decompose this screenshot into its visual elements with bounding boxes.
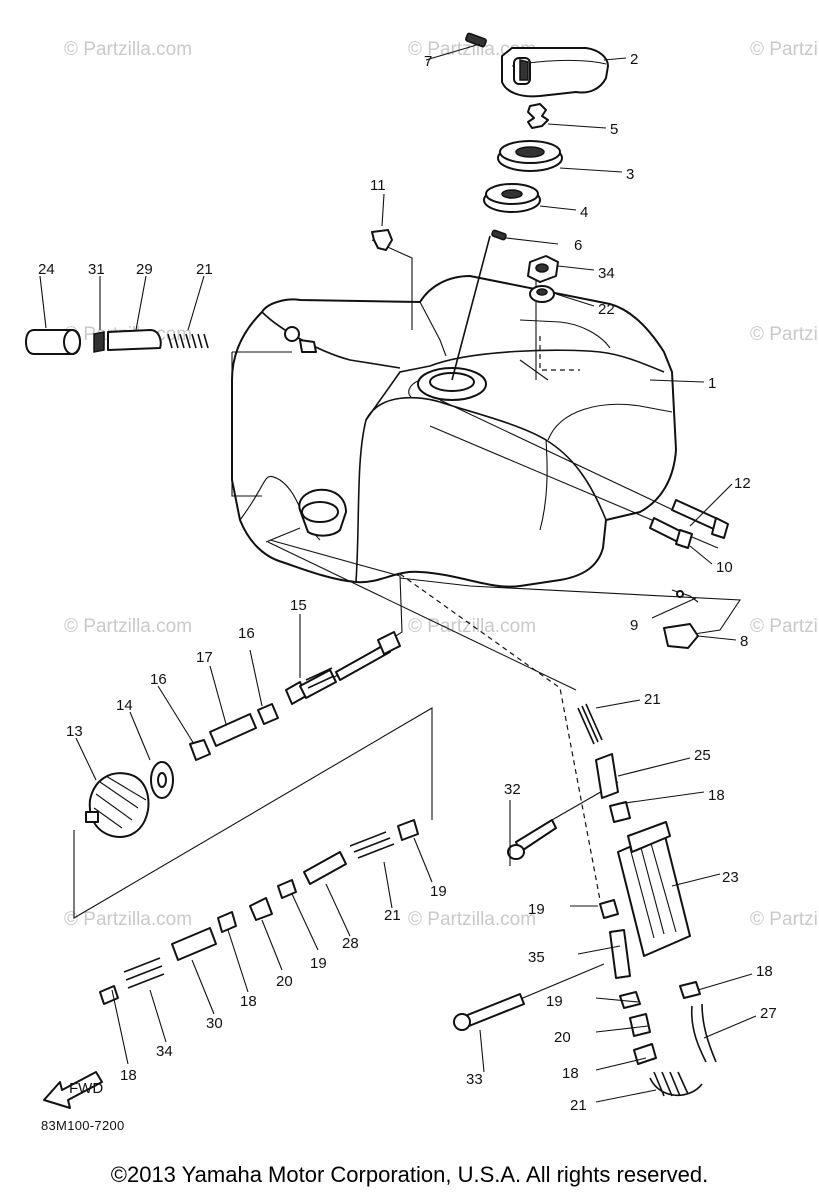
callout-10: 10 bbox=[716, 559, 733, 576]
callout-32: 33 bbox=[466, 1071, 483, 1088]
callout-14: 14 bbox=[116, 697, 133, 714]
callout-18: 18 bbox=[708, 787, 725, 804]
callout-31: 32 bbox=[504, 781, 521, 798]
clip-parts bbox=[663, 589, 699, 649]
callout-6: 6 bbox=[574, 237, 582, 254]
callout-23: 23 bbox=[722, 869, 739, 886]
callout-19: 19 bbox=[528, 901, 545, 918]
callout-5: 5 bbox=[610, 121, 618, 138]
callout-21: 21 bbox=[196, 261, 213, 278]
hardware-small bbox=[371, 229, 559, 303]
callout-17: 17 bbox=[196, 649, 213, 666]
watermark: © Partzilla.com bbox=[64, 616, 192, 637]
fuel-tank bbox=[231, 275, 677, 588]
callout-2: 2 bbox=[630, 51, 638, 68]
vent-hose-group bbox=[25, 329, 209, 355]
callout-labels: 2 7 5 3 4 6 34 22 11 1 12 10 9 8 24 31 2… bbox=[38, 51, 777, 1114]
fwd-label: FWD bbox=[69, 1080, 103, 1097]
callout-21: 21 bbox=[570, 1097, 587, 1114]
callout-29: 30 bbox=[206, 1015, 223, 1032]
callout-11: 11 bbox=[370, 177, 386, 194]
callout-7: 7 bbox=[424, 53, 432, 70]
callout-24: 24 bbox=[38, 261, 55, 278]
bolts bbox=[649, 499, 729, 549]
callout-8: 8 bbox=[740, 633, 748, 650]
watermark: © Partzilla.com bbox=[408, 909, 536, 930]
callout-18: 18 bbox=[120, 1067, 137, 1084]
copyright-notice: ©2013 Yamaha Motor Corporation, U.S.A. A… bbox=[110, 1162, 709, 1187]
fuel-pump-group bbox=[453, 703, 717, 1097]
watermark: © Partzilla.com bbox=[408, 616, 536, 637]
callout-19: 19 bbox=[430, 883, 447, 900]
callout-16: 16 bbox=[150, 671, 167, 688]
callout-34: 34 bbox=[156, 1043, 173, 1060]
callout-1: 1 bbox=[708, 375, 716, 392]
callout-4: 4 bbox=[580, 204, 588, 221]
callout-30: 31 bbox=[88, 261, 105, 278]
callout-leaders bbox=[39, 43, 757, 1103]
callout-21: 21 bbox=[644, 691, 661, 708]
callout-12: 12 bbox=[734, 475, 751, 492]
watermark: © Partzilla.com bbox=[64, 909, 192, 930]
callout-22: 22 bbox=[598, 301, 615, 318]
drawing-code: 83M100-7200 bbox=[41, 1118, 125, 1133]
callout-15: 15 bbox=[290, 597, 307, 614]
callout-16: 16 bbox=[238, 625, 255, 642]
callout-21: 21 bbox=[384, 907, 401, 924]
watermark: © Partzilla.com bbox=[64, 39, 192, 60]
callout-13: 13 bbox=[66, 723, 83, 740]
callout-35: 35 bbox=[528, 949, 545, 966]
fwd-arrow: FWD bbox=[43, 1071, 103, 1109]
fuel-cap-assembly bbox=[465, 32, 609, 241]
watermark: © Partzilla.com bbox=[750, 616, 819, 637]
callout-3: 3 bbox=[626, 166, 634, 183]
watermark: © Partzilla.com bbox=[750, 324, 819, 345]
callout-20: 20 bbox=[554, 1029, 571, 1046]
callout-19: 19 bbox=[546, 993, 563, 1010]
callout-25: 25 bbox=[694, 747, 711, 764]
watermark: © Partzilla.com bbox=[750, 39, 819, 60]
callout-19: 19 bbox=[310, 955, 327, 972]
callout-20: 20 bbox=[276, 973, 293, 990]
callout-18: 18 bbox=[240, 993, 257, 1010]
callout-18: 18 bbox=[562, 1065, 579, 1082]
filter-assembly bbox=[85, 631, 401, 838]
callout-26: 27 bbox=[760, 1005, 777, 1022]
callout-18: 18 bbox=[756, 963, 773, 980]
callout-27: 28 bbox=[342, 935, 359, 952]
watermark: © Partzilla.com bbox=[750, 909, 819, 930]
callout-33: 34 bbox=[598, 265, 615, 282]
callout-28: 29 bbox=[136, 261, 153, 278]
callout-9: 9 bbox=[630, 617, 638, 634]
